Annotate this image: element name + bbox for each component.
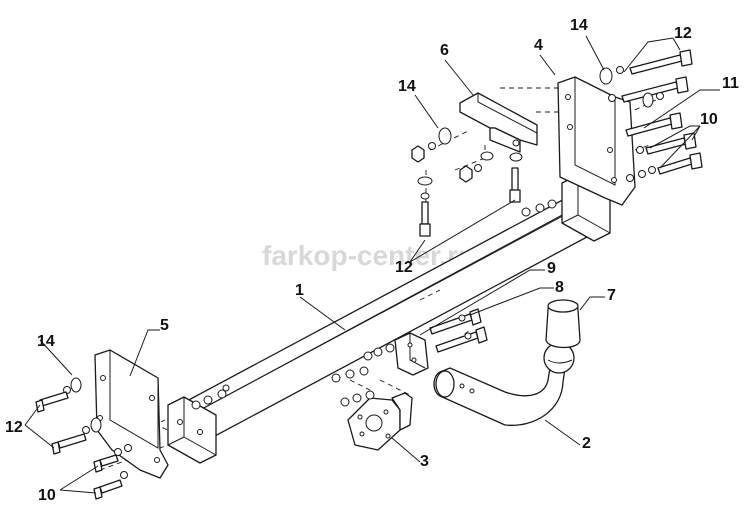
label-14-top-center: 14 (398, 78, 416, 95)
leader-lines (24, 35, 720, 494)
label-6: 6 (440, 42, 449, 59)
upper-fasteners (411, 127, 523, 237)
label-14-top-right: 14 (570, 17, 588, 34)
part-labels: 1 2 3 4 5 6 7 8 9 10 10 11 12 12 12 14 1… (5, 17, 739, 504)
right-side-bolts (599, 49, 703, 182)
center-plate (394, 332, 429, 376)
label-10-left: 10 (38, 487, 56, 504)
label-5: 5 (160, 317, 169, 334)
label-10-right: 10 (700, 111, 718, 128)
label-8: 8 (555, 279, 564, 296)
center-fasteners (331, 343, 395, 407)
left-flange-fasteners (191, 384, 230, 410)
left-side-bolts (35, 377, 132, 500)
label-12-top-right: 12 (674, 25, 692, 42)
bolt-set-8 (429, 308, 488, 353)
label-12-left: 12 (5, 419, 23, 436)
right-flange-fasteners (521, 199, 557, 217)
right-side-bracket (557, 76, 636, 206)
label-7: 7 (607, 287, 616, 304)
label-11: 11 (722, 75, 739, 92)
label-2: 2 (582, 435, 591, 452)
crossbar-left-flange (167, 396, 217, 464)
label-9: 9 (547, 260, 556, 277)
upper-mount-bracket (459, 92, 538, 153)
label-14-left: 14 (37, 333, 55, 350)
label-1: 1 (295, 282, 304, 299)
label-12-center: 12 (395, 259, 413, 276)
label-4: 4 (534, 37, 543, 54)
ball-cap (545, 299, 581, 349)
socket-plate (347, 392, 413, 451)
tow-ball-arm (433, 342, 575, 426)
label-3: 3 (420, 453, 429, 470)
